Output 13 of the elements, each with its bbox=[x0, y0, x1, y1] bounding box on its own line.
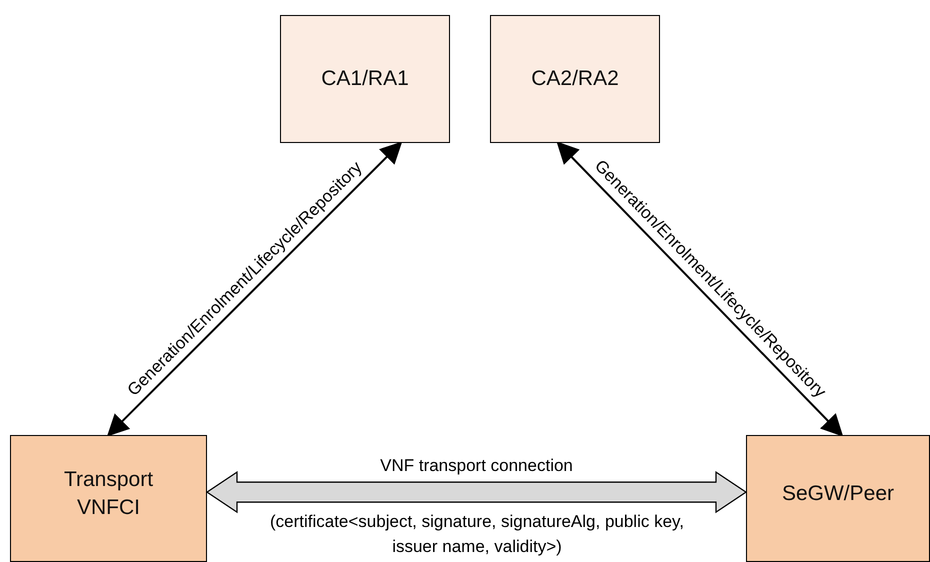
node-label: CA2/RA2 bbox=[531, 66, 619, 92]
node-label: SeGW/Peer bbox=[782, 480, 894, 507]
edge-label: VNF transport connection bbox=[380, 456, 573, 476]
certificate-note: (certificate<subject, signature, signatureAlg, public key, issuer name, validity>) bbox=[268, 511, 686, 558]
block-arrow bbox=[206, 471, 748, 514]
double-arrow bbox=[556, 141, 844, 437]
endpoint-box bbox=[10, 435, 207, 562]
endpoint-box bbox=[746, 435, 930, 562]
authority-box bbox=[490, 15, 660, 143]
double-arrow bbox=[106, 141, 402, 437]
authority-box bbox=[280, 15, 450, 143]
node-label: Transport VNFCI bbox=[62, 467, 154, 520]
node-label: CA1/RA1 bbox=[321, 66, 409, 92]
